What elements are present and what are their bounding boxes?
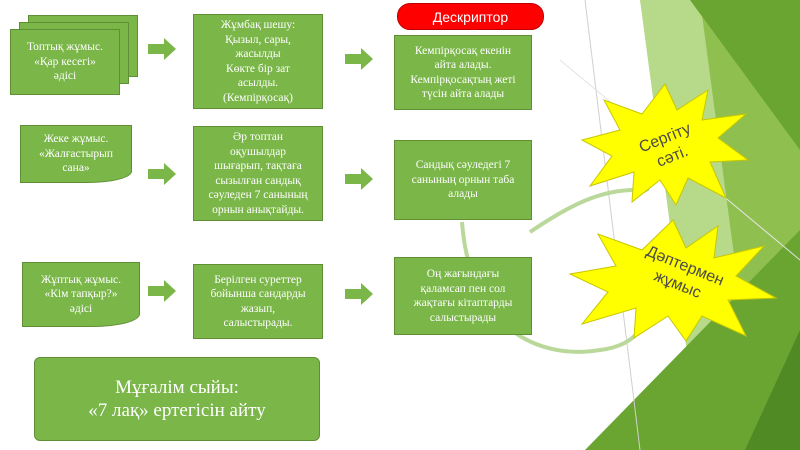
arrow-right-icon [345, 168, 373, 190]
arrow-right-icon [148, 38, 176, 60]
task-1-line: асылды. [237, 77, 279, 89]
outcome-2-line: Сандық сәуледегі 7 [415, 159, 511, 172]
method-3-line: әдісі [69, 302, 93, 315]
task-2-line: Әр топтан [232, 131, 284, 143]
method-3-line: «Кім тапқыр?» [44, 288, 118, 301]
descriptor-label: Дескриптор [397, 3, 544, 30]
method-2-line: «Жалғастырып [38, 147, 114, 160]
method-1-line: «Қар кесегі» [34, 55, 96, 68]
method-box-2: Жеке жұмыс. «Жалғастырып сана» [20, 125, 132, 183]
task-box-3: Берілген суреттер бойынша сандарды жазып… [193, 264, 323, 339]
method-2-line: сана» [62, 162, 90, 175]
arrow-right-icon [345, 48, 373, 70]
outcome-1-line: Кемпірқосақ екенін [414, 44, 512, 57]
task-3-line: жазып, [240, 302, 276, 315]
method-2-line: Жеке жұмыс. [43, 133, 109, 146]
arrow-right-icon [345, 283, 373, 305]
arrow-right-icon [148, 163, 176, 185]
bg-line [584, 0, 641, 450]
task-1-line: Қызыл, сары, [225, 33, 291, 46]
outcome-1-line: түсін айта алады [421, 88, 505, 100]
task-3-line: бойынша сандарды [210, 288, 306, 300]
outcome-box-2: Сандық сәуледегі 7 санының орнын таба ал… [394, 140, 532, 220]
burst-shape-2 [568, 219, 778, 342]
method-box-1: Топтық жұмыс. «Қар кесегі» әдісі [10, 29, 120, 95]
teacher-gift-line: «7 лақ» ертегісін айту [88, 400, 266, 421]
task-2-line: сәуледен 7 санының [208, 189, 308, 201]
task-2-line: шығарып, тақтаға [214, 160, 302, 172]
method-1-line: әдісі [53, 70, 77, 83]
outcome-3-line: қаламсап пен сол [420, 282, 506, 295]
outcome-3-line: жақтағы кітаптарды [413, 297, 513, 309]
task-box-2: Әр топтан оқушылдар шығарып, тақтаға сыз… [193, 126, 323, 221]
task-3-line: Берілген суреттер [214, 273, 302, 286]
outcome-3-line: салыстырады [429, 311, 497, 324]
teacher-gift-line: Мұғалім сыйы: [115, 377, 239, 398]
task-1-line: жасылды [235, 48, 281, 60]
burst-shape-1 [580, 83, 750, 207]
outcome-2-line: алады [448, 188, 478, 201]
method-1-line: Топтық жұмыс. [27, 41, 103, 54]
teacher-gift-box: Мұғалім сыйы: «7 лақ» ертегісін айту [34, 357, 320, 441]
curve-arrow-2 [528, 188, 636, 234]
method-box-3: Жұптық жұмыс. «Кім тапқыр?» әдісі [22, 262, 140, 327]
task-1-line: Жұмбақ шешу: [220, 19, 296, 31]
bg-triangle-top [690, 0, 800, 150]
outcome-1-line: айта алады. [434, 59, 492, 71]
method-3-line: Жұптық жұмыс. [40, 273, 122, 286]
bg-triangle-corner [745, 330, 800, 450]
outcome-box-3: Оң жағындағы қаламсап пен сол жақтағы кі… [394, 257, 532, 335]
task-2-line: оқушылдар [229, 145, 287, 158]
task-box-1: Жұмбақ шешу: Қызыл, сары, жасылды Көкте … [193, 14, 323, 109]
outcome-box-1: Кемпірқосақ екенін айта алады. Кемпірқос… [394, 35, 532, 110]
outcome-3-line: Оң жағындағы [426, 268, 500, 280]
task-1-line: (Кемпірқосақ) [223, 91, 293, 104]
task-2-line: орнын анықтайды. [212, 203, 304, 216]
task-3-line: салыстырады. [223, 317, 293, 329]
task-1-line: Көкте бір зат [226, 62, 290, 75]
task-2-line: сызылған сандық [215, 174, 301, 187]
arrow-right-icon [148, 280, 176, 302]
outcome-2-line: санының орнын таба [411, 173, 515, 186]
outcome-1-line: Кемпірқосақтың жеті [410, 73, 516, 86]
